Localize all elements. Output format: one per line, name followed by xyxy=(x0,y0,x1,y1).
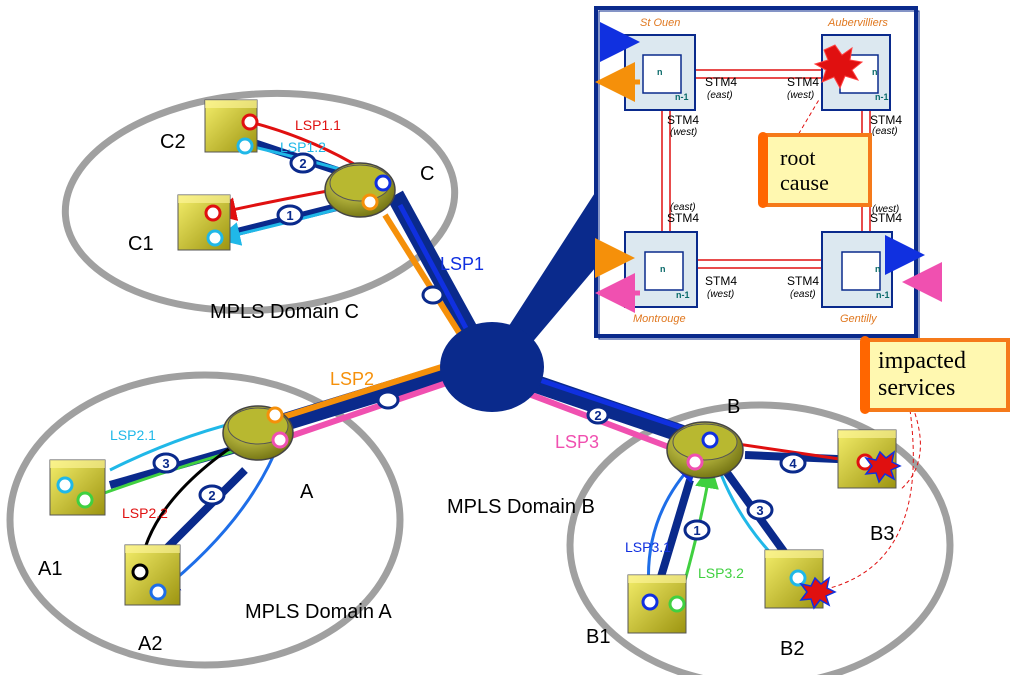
impact-marker-b3 xyxy=(864,450,902,484)
sdh-ring-inset: St Ouen Aubervilliers Montrouge Gentilly… xyxy=(594,6,942,340)
label-a2: A2 xyxy=(138,633,162,655)
svg-text:n: n xyxy=(657,67,663,77)
badge-num: 3 xyxy=(756,503,763,518)
label-b3: B3 xyxy=(870,523,894,545)
badge-num: 2 xyxy=(594,408,601,423)
label-lsp1-2: LSP1.2 xyxy=(280,139,326,155)
svg-text:n-1: n-1 xyxy=(676,290,690,300)
impacted-line1: impacted xyxy=(878,348,966,374)
site-montrouge xyxy=(624,231,698,308)
svg-text:STM4: STM4 xyxy=(705,274,737,288)
label-lsp2: LSP2 xyxy=(330,369,374,389)
impact-marker-b2 xyxy=(799,576,837,610)
label-b2: B2 xyxy=(780,638,804,660)
lsp-labels: LSP1 LSP2 LSP3 LSP1.1 LSP1.2 LSP2.1 LSP2… xyxy=(110,117,744,581)
node-labels: C2 C1 C A A1 A2 B B3 B1 B2 xyxy=(38,131,894,660)
domain-labels: MPLS Domain C MPLS Domain A MPLS Domain … xyxy=(210,301,595,623)
svg-text:n: n xyxy=(872,67,878,77)
svg-text:STM4: STM4 xyxy=(667,211,699,225)
svg-text:STM4: STM4 xyxy=(870,113,902,127)
label-lsp2-2: LSP2.2 xyxy=(122,505,168,521)
impacted-line2: services xyxy=(878,375,955,401)
badge-num: 2 xyxy=(208,488,215,503)
label-c: C xyxy=(420,163,434,185)
badge-b2 xyxy=(746,499,774,521)
badge-a1 xyxy=(152,452,180,474)
badge-num: 2 xyxy=(299,156,306,171)
root-cause-line2: cause xyxy=(780,170,829,195)
site-label-st-ouen: St Ouen xyxy=(640,17,680,29)
lsp-endpoints xyxy=(56,113,874,613)
label-a1: A1 xyxy=(38,558,62,580)
badge-b3 xyxy=(779,452,807,474)
label-a: A xyxy=(300,481,314,503)
svg-text:n-1: n-1 xyxy=(875,92,889,102)
site-label-aubervilliers: Aubervilliers xyxy=(827,17,888,29)
root-cause-line1: root xyxy=(780,145,815,170)
domain-b-boundary xyxy=(566,401,954,675)
badge-num: 4 xyxy=(789,456,797,471)
svg-text:(east): (east) xyxy=(790,289,816,300)
badge-core-a xyxy=(376,390,400,410)
badge-c1 xyxy=(276,204,304,226)
svg-text:(east): (east) xyxy=(872,126,898,137)
label-domain-b: MPLS Domain B xyxy=(447,496,595,518)
svg-text:n-1: n-1 xyxy=(876,290,890,300)
label-c1: C1 xyxy=(128,233,154,255)
svg-text:(east): (east) xyxy=(707,90,733,101)
badge-b1 xyxy=(683,519,711,541)
link-badges xyxy=(152,152,807,541)
svg-text:(west): (west) xyxy=(787,90,814,101)
svg-text:(west): (west) xyxy=(670,127,697,138)
svg-text:n-1: n-1 xyxy=(675,92,689,102)
link-badge-numbers: 2 1 3 2 1 3 4 2 xyxy=(162,156,797,538)
label-lsp1-1: LSP1.1 xyxy=(295,117,341,133)
svg-text:STM4: STM4 xyxy=(705,75,737,89)
svg-text:(west): (west) xyxy=(872,204,899,215)
badge-num: 1 xyxy=(693,523,700,538)
badge-num: 1 xyxy=(286,208,293,223)
site-label-gentilly: Gentilly xyxy=(840,313,878,325)
site-label-montrouge: Montrouge xyxy=(633,313,686,325)
badge-core-c xyxy=(421,285,445,305)
badge-c2 xyxy=(289,152,317,174)
label-lsp2-1: LSP2.1 xyxy=(110,427,156,443)
label-b1: B1 xyxy=(586,626,610,648)
svg-text:(west): (west) xyxy=(707,289,734,300)
label-lsp3: LSP3 xyxy=(555,432,599,452)
router-b[interactable] xyxy=(666,421,744,479)
core-node xyxy=(440,322,544,412)
svg-text:STM4: STM4 xyxy=(870,211,902,225)
svg-text:STM4: STM4 xyxy=(787,274,819,288)
badge-a2 xyxy=(198,484,226,506)
domain-a-boundary xyxy=(6,371,404,669)
svg-text:(east): (east) xyxy=(670,202,696,213)
fault-explosion xyxy=(813,44,864,90)
label-domain-a: MPLS Domain A xyxy=(245,601,392,623)
svg-text:n: n xyxy=(875,264,881,274)
svg-text:STM4: STM4 xyxy=(667,113,699,127)
impacted-services-callout: impacted services xyxy=(829,336,1010,589)
svg-text:STM4: STM4 xyxy=(787,75,819,89)
svg-text:n: n xyxy=(660,264,666,274)
badge-core-b xyxy=(586,405,610,425)
label-lsp1: LSP1 xyxy=(440,254,484,274)
label-c2: C2 xyxy=(160,131,186,153)
badge-num: 3 xyxy=(162,456,169,471)
label-lsp3-2: LSP3.2 xyxy=(698,565,744,581)
label-b: B xyxy=(727,396,740,418)
label-lsp3-1: LSP3.1 xyxy=(625,539,671,555)
label-domain-c: MPLS Domain C xyxy=(210,301,359,323)
domain-c-boundary xyxy=(61,89,459,315)
